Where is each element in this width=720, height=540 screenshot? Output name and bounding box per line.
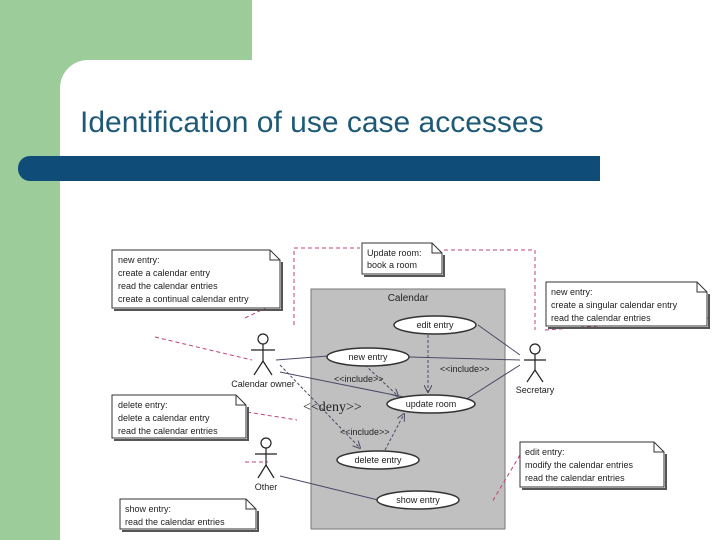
note-new-entry-owner: new entry: create a calendar entry read … [111,249,283,311]
stereotype-include: <<include>> [340,427,390,437]
use-case-delete-entry: delete entry [336,450,420,470]
use-case-show-entry: show entry [376,490,460,510]
note-line: modify the calendar entries [525,460,634,470]
note-edit-entry: edit entry: modify the calendar entries … [519,441,667,490]
note-line: delete entry: [118,400,168,410]
note-connectors [154,247,711,503]
use-case-label: new entry [348,352,388,362]
use-case-label: delete entry [354,455,402,465]
actor-other [255,437,277,479]
actor-label: Calendar owner [231,379,295,389]
note-line: read the calendar entries [125,517,225,527]
slide-title: Identification of use case accesses [80,106,544,139]
stereotype-include: <<include>> [334,374,384,384]
use-case-new-entry: new entry [326,347,410,367]
note-line: create a continual calendar entry [118,294,249,304]
note-line: read the calendar entries [118,281,218,291]
use-case-edit-entry: edit entry [393,315,477,335]
note-line: edit entry: [525,447,565,457]
note-show-entry: show entry: read the calendar entries [119,498,259,532]
use-case-label: show entry [396,495,440,505]
actor-secretary [524,343,546,383]
use-case-label: update room [406,399,457,409]
note-line: new entry: [551,287,593,297]
note-line: Update room: [367,248,422,258]
note-update-room: Update room: book a room [361,242,445,277]
note-line: create a calendar entry [118,268,211,278]
note-line: read the calendar entries [551,313,651,323]
left-strip [0,0,60,540]
use-case-label: edit entry [416,320,454,330]
stereotype-include: <<include>> [440,364,490,374]
note-line: show entry: [125,504,171,514]
stereotype-deny: <<deny>> [303,400,362,415]
note-line: create a singular calendar entry [551,300,678,310]
note-line: delete a calendar entry [118,413,210,423]
actor-label: Secretary [516,385,555,395]
note-line: read the calendar entries [118,426,218,436]
note-new-entry-secretary: new entry: create a singular calendar en… [545,281,710,329]
note-delete-entry: delete entry: delete a calendar entry re… [111,394,249,441]
title-underline-bar [18,156,600,181]
dependencies [279,335,428,451]
system-name: Calendar [388,293,429,304]
actor-label: Other [255,482,278,492]
actor-calendar-owner [251,333,275,376]
note-line: read the calendar entries [525,473,625,483]
note-line: book a room [367,260,417,270]
associations [275,324,521,501]
use-case-update-room: update room [386,394,476,414]
note-line: new entry: [118,255,160,265]
